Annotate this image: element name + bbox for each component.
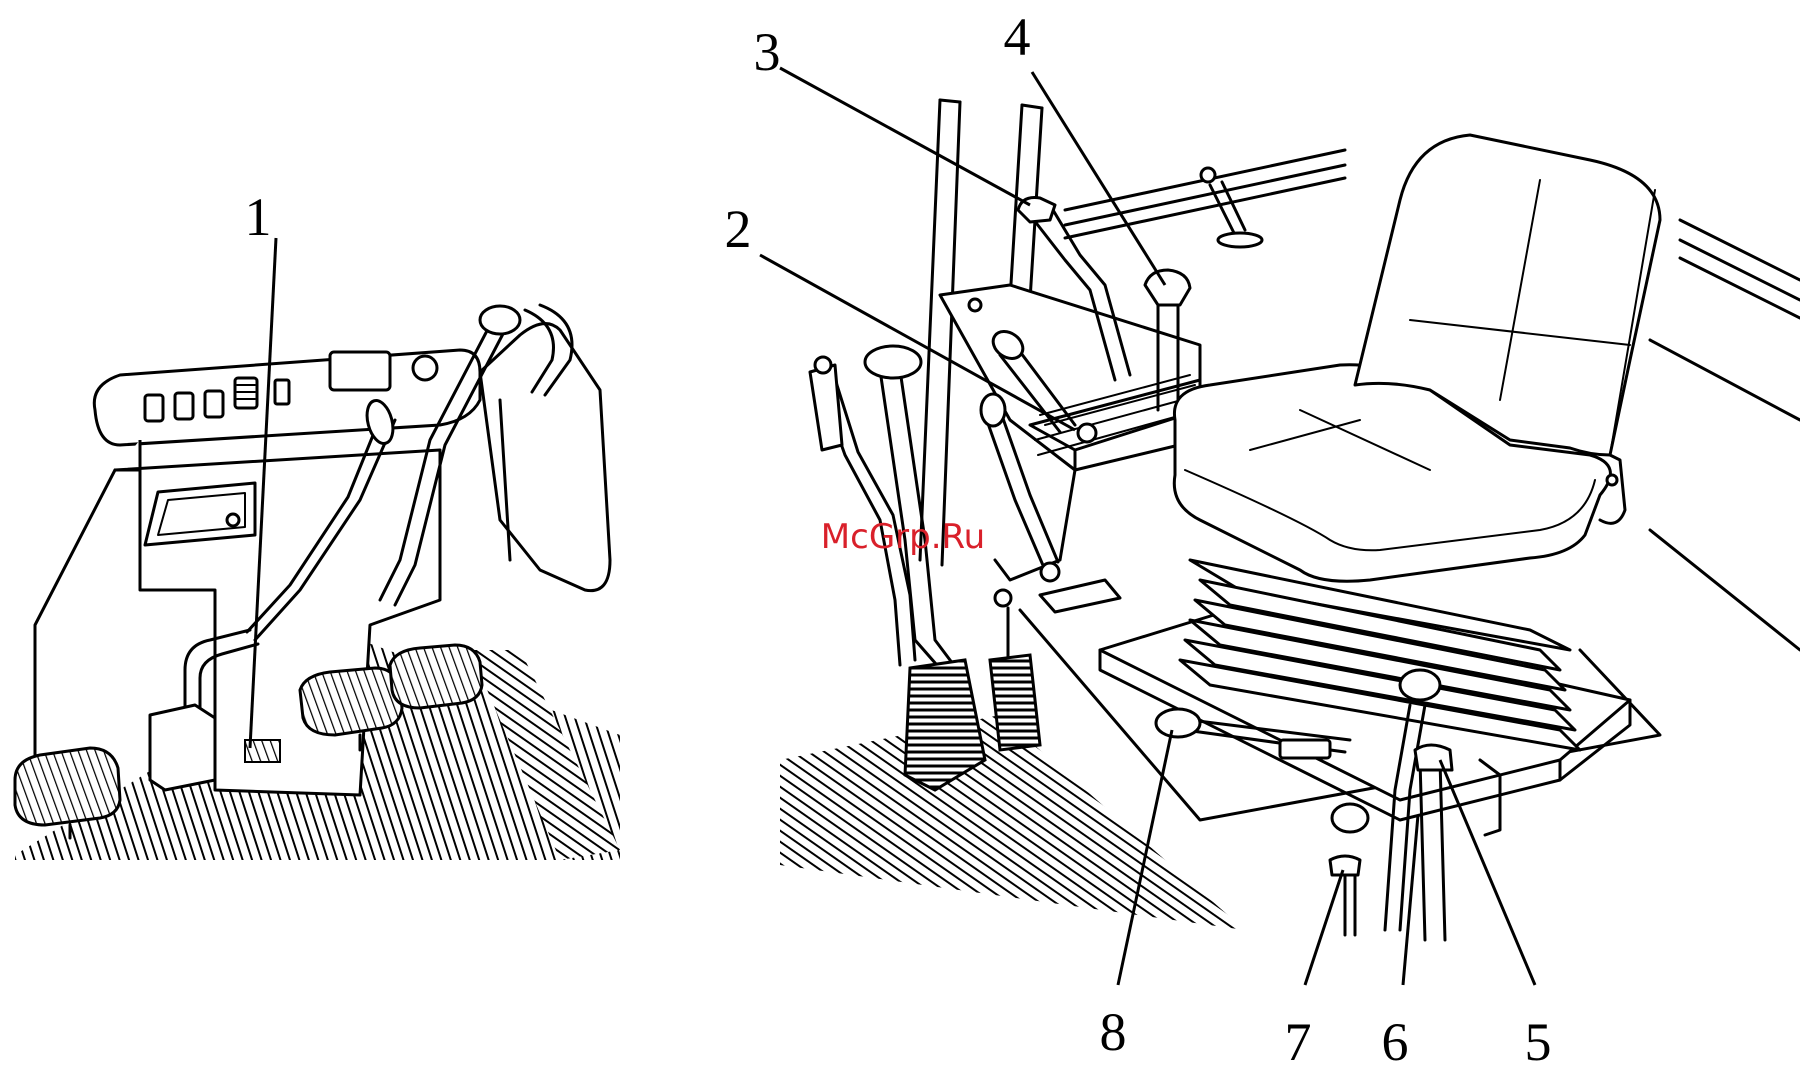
- left-cab-view: [15, 238, 620, 860]
- callout-7: 7: [1285, 1012, 1312, 1072]
- pedal-right: [390, 645, 482, 708]
- callout-8: 8: [1100, 1002, 1127, 1062]
- leader-5: [1440, 760, 1535, 985]
- pedal-box: [150, 705, 215, 790]
- callout-3: 3: [754, 22, 781, 82]
- callout-1: 1: [245, 187, 272, 247]
- leader-4: [1032, 72, 1165, 285]
- callout-2: 2: [725, 199, 752, 259]
- watermark-text: McGrp.Ru: [821, 517, 985, 557]
- pedal-left: [15, 748, 120, 825]
- pedal-brake: [300, 668, 402, 735]
- leader-7: [1305, 870, 1343, 985]
- callout-5: 5: [1525, 1012, 1552, 1072]
- spring-boot: [990, 655, 1040, 750]
- left-console-gauge: [145, 483, 255, 545]
- callout-6: 6: [1382, 1012, 1409, 1072]
- leader-3: [780, 68, 1030, 205]
- callout-4: 4: [1004, 7, 1031, 67]
